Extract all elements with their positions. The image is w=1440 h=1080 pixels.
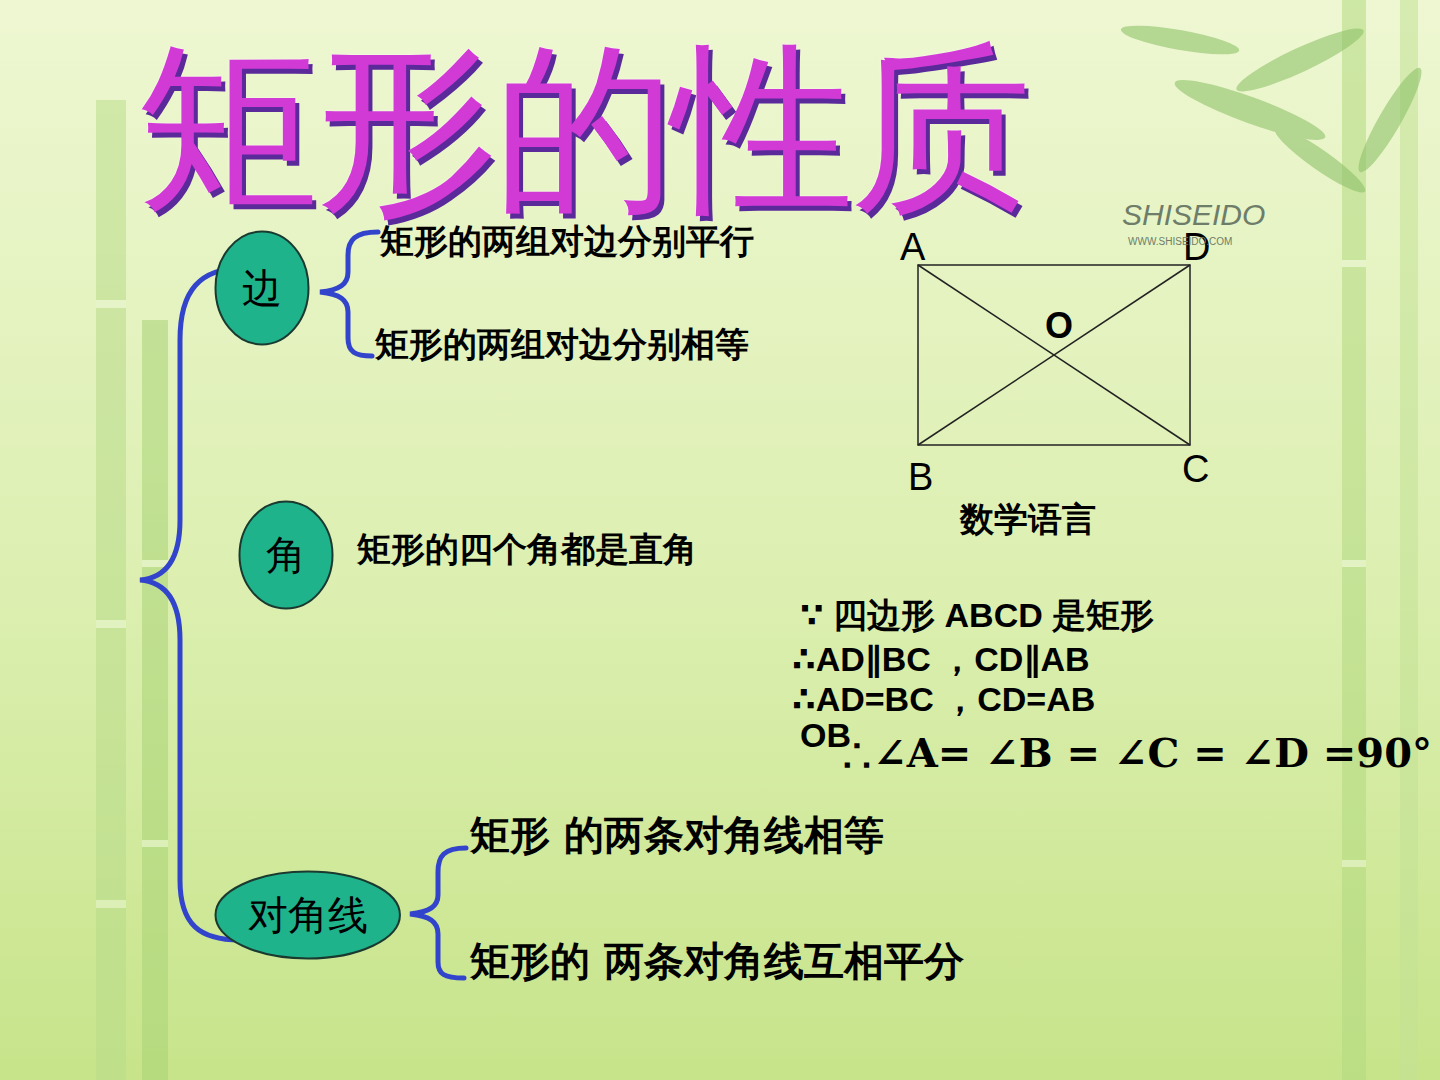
property-text: 矩形的两组对边分别平行 [380,222,754,261]
topic-ellipse: 对角线 [214,870,401,960]
math-statement: ∴AD∥BC ，CD∥AB [792,640,1090,679]
topic-ellipse: 边 [214,230,310,346]
vertex-label: A [900,226,925,270]
watermark: WWW.SHISEIDO.COM [1128,236,1232,248]
rectangle-figure [918,265,1190,445]
center-label: O [1045,305,1073,346]
topic-ellipse: 角 [238,500,334,610]
bamboo-stalks [96,0,1418,1080]
property-text: 矩形的 两条对角线互相平分 [470,938,964,984]
property-text: 矩形的两组对边分别相等 [375,325,749,364]
slide-title: 矩形的性质 [138,38,1028,220]
watermark: SHISEIDO [1122,198,1265,233]
diagonal-bracket [410,848,466,978]
bamboo-leaves [1119,20,1429,200]
math-statement: ∴AD=BC ，CD=AB [792,680,1095,719]
vertex-label: D [1183,226,1210,270]
vertex-label: C [1182,448,1209,492]
main-bracket [140,268,244,940]
topic-text: 边 [242,266,282,310]
side-bracket [320,232,378,356]
vertex-label: B [908,456,933,500]
property-text: 矩形 的两条对角线相等 [470,812,884,858]
property-text: 矩形的四个角都是直角 [357,530,697,569]
topic-text: 角 [266,533,306,577]
caption-text: 数学语言 [960,500,1096,539]
math-statement: ∴∠A= ∠B = ∠C = ∠D =90° [841,730,1432,776]
math-statement: ∵ 四边形 ABCD 是矩形 [800,596,1154,635]
topic-text: 对角线 [248,893,368,937]
